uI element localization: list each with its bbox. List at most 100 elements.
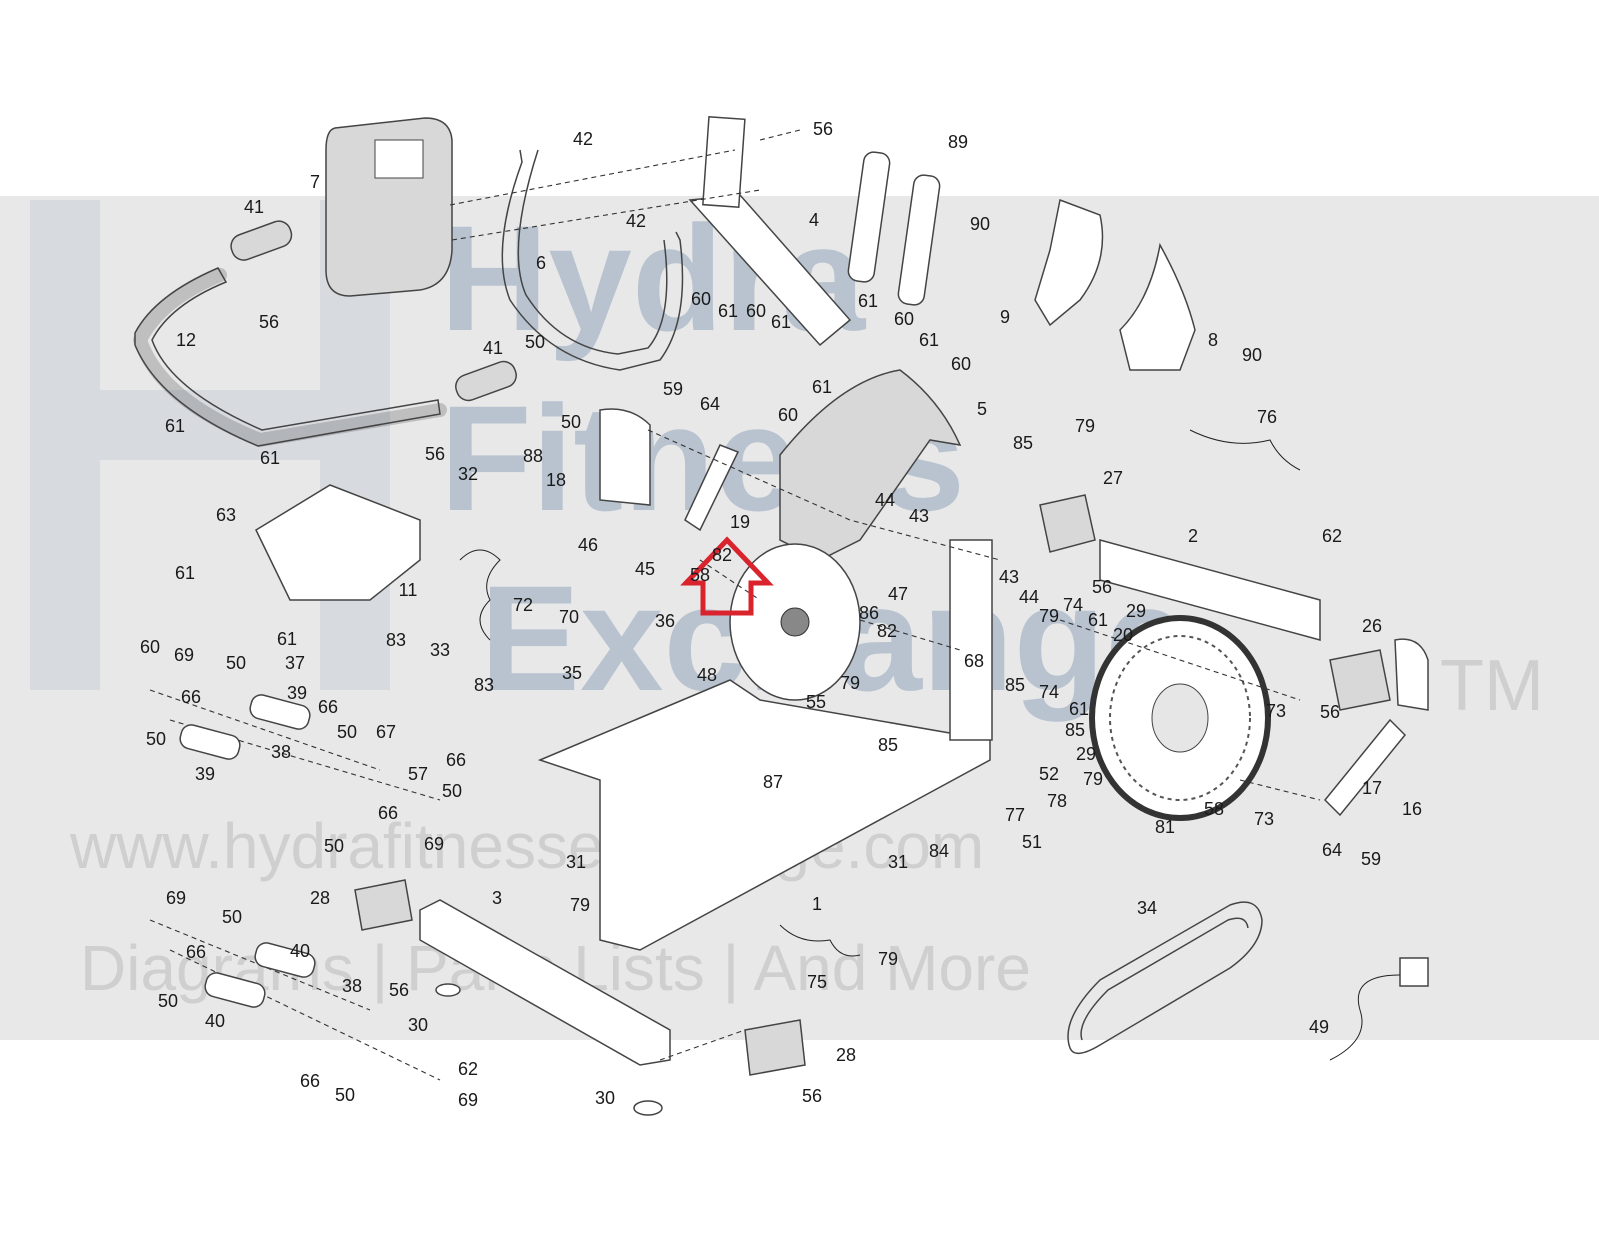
part-callout-7: 7: [310, 172, 320, 192]
part-callout-1: 1: [812, 894, 822, 914]
part-callout-58: 58: [690, 565, 710, 585]
part-callout-38: 38: [271, 742, 291, 762]
part-callout-73: 73: [1266, 701, 1286, 721]
foot-cap-28-rear: [354, 879, 413, 931]
part-callout-39: 39: [287, 683, 307, 703]
seat-bracket-part: [255, 484, 421, 601]
crank-arm-19: [684, 444, 740, 532]
part-callout-63: 63: [216, 505, 236, 525]
part-callout-47: 47: [888, 584, 908, 604]
part-callout-72: 72: [513, 595, 533, 615]
part-callout-60: 60: [894, 309, 914, 329]
part-callout-70: 70: [559, 607, 579, 627]
part-callout-69: 69: [174, 645, 194, 665]
part-callout-67: 67: [376, 722, 396, 742]
roller-40-a: [254, 942, 316, 978]
part-callout-50: 50: [525, 332, 545, 352]
part-callout-3: 3: [492, 888, 502, 908]
part-callout-19: 19: [730, 512, 750, 532]
part-callout-79: 79: [878, 949, 898, 969]
part-callout-66: 66: [300, 1071, 320, 1091]
pedal-cap-26: [1329, 649, 1391, 711]
part-callout-18: 18: [546, 470, 566, 490]
foot-cap-28-front: [744, 1019, 806, 1076]
flywheel-hub: [1151, 683, 1209, 753]
part-callout-90: 90: [970, 214, 990, 234]
tube-part-b: [897, 174, 941, 306]
part-callout-82: 82: [877, 621, 897, 641]
front-stabilizer-part: [419, 899, 671, 1066]
part-callout-73: 73: [1254, 809, 1274, 829]
part-callout-56: 56: [1092, 577, 1112, 597]
part-callout-34: 34: [1137, 898, 1157, 918]
leveler-30-front: [633, 1100, 663, 1116]
part-callout-35: 35: [562, 663, 582, 683]
parts-drawing: [133, 116, 1429, 1116]
part-callout-30: 30: [595, 1088, 615, 1108]
part-callout-2: 2: [1188, 526, 1198, 546]
leveler-30-rear: [435, 983, 461, 997]
part-callout-64: 64: [700, 394, 720, 414]
part-callout-69: 69: [166, 888, 186, 908]
part-callout-68: 68: [964, 651, 984, 671]
part-callout-29: 29: [1126, 601, 1146, 621]
power-adapter-cord: [1329, 974, 1401, 1061]
part-callout-61: 61: [277, 629, 297, 649]
drive-belt-part: [1067, 901, 1263, 1054]
part-callout-51: 51: [1022, 832, 1042, 852]
part-callout-44: 44: [875, 490, 895, 510]
part-callout-56: 56: [1320, 702, 1340, 722]
handlebar-shadow: [133, 268, 447, 448]
right-grip-part: [455, 360, 517, 402]
part-callout-60: 60: [951, 354, 971, 374]
part-callout-52: 52: [1039, 764, 1059, 784]
part-callout-42: 42: [573, 129, 593, 149]
part-callout-50: 50: [337, 722, 357, 742]
power-adapter-part: [1399, 957, 1429, 987]
center-cover-part: [779, 369, 962, 561]
part-callout-46: 46: [578, 535, 598, 555]
assembly-line-seat: [449, 129, 801, 241]
pedal-16: [1394, 638, 1429, 711]
part-callout-17: 17: [1362, 778, 1382, 798]
part-callout-83: 83: [474, 675, 494, 695]
part-callout-88: 88: [523, 446, 543, 466]
part-callout-31: 31: [888, 852, 908, 872]
part-callout-41: 41: [483, 338, 503, 358]
part-callout-43: 43: [999, 567, 1019, 587]
part-callout-64: 64: [1322, 840, 1342, 860]
roller-39-a: [249, 694, 311, 730]
part-callout-61: 61: [1069, 699, 1089, 719]
part-callout-50: 50: [146, 729, 166, 749]
part-callout-61: 61: [165, 416, 185, 436]
drive-belt-inner: [1080, 917, 1249, 1041]
part-callout-50: 50: [335, 1085, 355, 1105]
part-callout-16: 16: [1402, 799, 1422, 819]
highlight-arrow-icon: [680, 536, 774, 616]
assembly-line-flywheel: [1059, 619, 1321, 801]
part-callout-9: 9: [1000, 307, 1010, 327]
rear-stabilizer-part: [1099, 539, 1321, 641]
part-callout-61: 61: [260, 448, 280, 468]
part-callout-89: 89: [948, 132, 968, 152]
part-callout-50: 50: [324, 836, 344, 856]
part-callout-5: 5: [977, 399, 987, 419]
part-callout-30: 30: [408, 1015, 428, 1035]
part-callout-50: 50: [561, 412, 581, 432]
part-callout-77: 77: [1005, 805, 1025, 825]
part-callout-78: 78: [1047, 791, 1067, 811]
part-callout-83: 83: [386, 630, 406, 650]
part-callout-33: 33: [430, 640, 450, 660]
part-callout-59: 59: [663, 379, 683, 399]
part-callout-66: 66: [186, 942, 206, 962]
part-callout-26: 26: [1362, 616, 1382, 636]
part-callout-29: 29: [1076, 744, 1096, 764]
part-callout-56: 56: [259, 312, 279, 332]
wire-harness-76: [1189, 429, 1301, 471]
wire-harness-75: [779, 924, 861, 957]
upper-handlebar-part: [501, 149, 684, 371]
upper-handlebar-inner: [517, 149, 668, 355]
part-callout-61: 61: [1088, 610, 1108, 630]
part-callout-69: 69: [458, 1090, 478, 1110]
part-callout-66: 66: [318, 697, 338, 717]
